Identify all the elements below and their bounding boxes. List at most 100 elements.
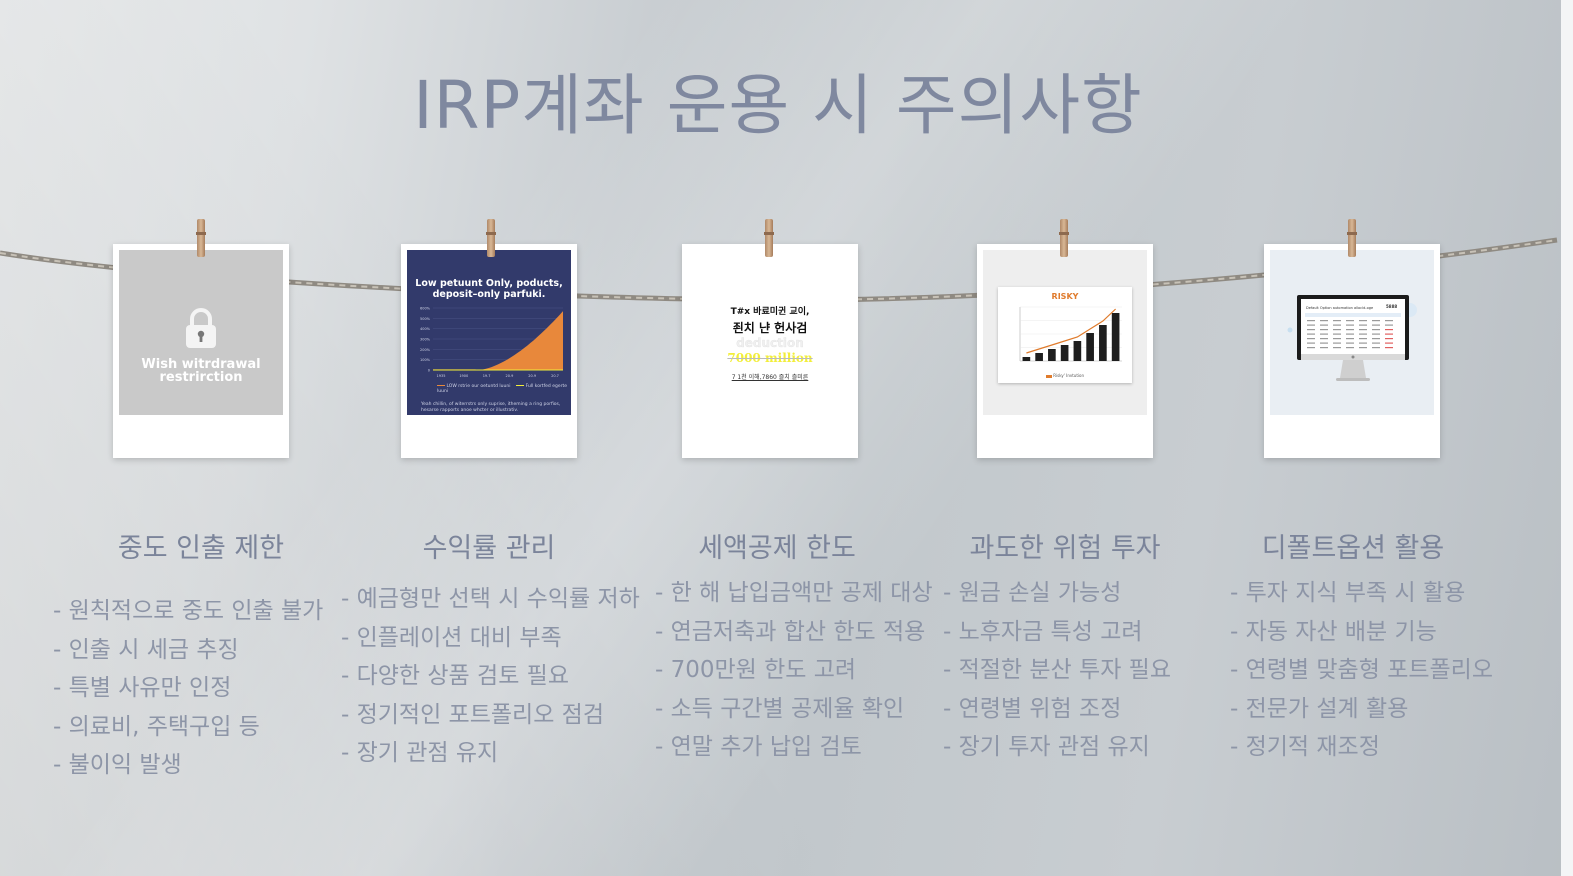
heading-tax: 세액공제 한도	[698, 533, 856, 564]
bullet-item: - 인플레이션 대비 부족	[341, 624, 562, 651]
monitor-screen-cell	[1307, 324, 1315, 326]
monitor-screen-cell	[1333, 320, 1341, 322]
risk-bar	[1048, 349, 1056, 361]
monitor-screen-cell	[1333, 329, 1341, 331]
bullets-default-option: - 투자 지식 부족 시 활용 - 자동 자산 배분 기능 - 연령별 맞춤형 …	[1230, 574, 1493, 767]
heading-withdrawal: 중도 인출 제한	[117, 533, 285, 564]
photo-image-risk: RISKY Risky' Invtution	[983, 250, 1147, 415]
monitor-screen-cell	[1320, 338, 1328, 340]
chart-ytick: 300%	[420, 338, 431, 342]
risk-chart-board: RISKY Risky' Invtution	[998, 287, 1132, 383]
photo-card-risk: RISKY Risky' Invtution	[977, 244, 1153, 458]
bullet-item: - 예금형만 선택 시 수익률 저하	[341, 586, 640, 612]
monitor-screen-cell	[1385, 338, 1393, 340]
clothespin	[196, 219, 206, 257]
bullet-item: - 특별 사유만 인정	[53, 675, 232, 701]
bullet-item: - 연령별 맞춤형 포트폴리오	[1230, 657, 1493, 683]
tax-text-line: 죈치 냔 헌사검	[732, 321, 808, 335]
risk-chart-legend: Risky' Invtution	[998, 373, 1132, 378]
chart-xtick: 20.9	[528, 374, 536, 378]
bullet-item: - 한 해 납입금액만 공제 대상	[655, 580, 933, 606]
monitor-screen-cell	[1346, 329, 1354, 331]
bullet-item: - 소득 구간별 공제율 확인	[655, 695, 905, 722]
chart-ytick: 600%	[420, 307, 431, 311]
monitor-screen-cell	[1346, 338, 1354, 340]
tax-text-line: deduction	[736, 336, 804, 350]
monitor-screen-cell	[1333, 338, 1341, 340]
monitor-screen-cell	[1372, 329, 1380, 331]
chart-ytick: 500%	[420, 317, 431, 321]
photo-image-monitor: Default Option automation allocld-oge 58…	[1270, 250, 1434, 415]
bullet-item: - 자동 자산 배분 기능	[1230, 618, 1437, 645]
monitor-screen-cell	[1320, 320, 1328, 322]
chart-xtick: 1900	[459, 374, 468, 378]
monitor-screen-cell	[1307, 333, 1315, 335]
bullet-item: - 장기 관점 유지	[341, 740, 499, 766]
bullets-tax: - 한 해 납입금액만 공제 대상 - 연금저축과 합산 한도 적용 - 700…	[655, 574, 933, 767]
chart-xtick: 20.9	[506, 374, 514, 378]
bullet-item: - 적절한 분산 투자 필요	[943, 657, 1171, 683]
risk-bar	[1022, 357, 1031, 361]
chart-ytick: 100%	[420, 358, 431, 362]
risk-bar	[1073, 341, 1082, 361]
photo-card-default-option: Default Option automation allocld-oge 58…	[1264, 244, 1440, 458]
monitor-screen-cell	[1333, 324, 1341, 326]
heading-returns: 수익률 관리	[422, 533, 556, 564]
bullet-item: - 원칙적으로 중도 인출 불가	[53, 598, 324, 624]
lock-icon	[186, 308, 216, 348]
chart-legend: LOW rstrie our oetuntd luuni Full kortfe…	[437, 384, 567, 394]
monitor-screen-cell	[1372, 338, 1380, 340]
bullet-item: - 연령별 위험 조정	[943, 695, 1122, 722]
bullet-item: - 정기적 재조정	[1230, 734, 1380, 760]
monitor-screen-cell	[1385, 333, 1393, 335]
monitor-screen-cell	[1359, 347, 1367, 349]
monitor-screen-cell	[1307, 347, 1315, 349]
monitor-screen-cell	[1359, 329, 1367, 331]
chart-xtick: 19.7	[483, 374, 491, 378]
heading-default-option: 디폴트옵션 활용	[1261, 533, 1445, 564]
chart-area	[433, 311, 563, 370]
bullet-item: - 다양한 상품 검토 필요	[341, 663, 569, 689]
bullet-item: - 인출 시 세금 추징	[53, 636, 239, 663]
monitor-screen-cell	[1333, 342, 1341, 344]
bullet-item: - 원금 손실 가능성	[943, 580, 1122, 606]
heading-risk: 과도한 위험 투자	[969, 533, 1161, 564]
monitor-screen-cell	[1359, 342, 1367, 344]
clothespin	[764, 219, 774, 257]
monitor-screen-cell	[1385, 329, 1393, 331]
monitor-screen-title: Default Option automation allocld-oge	[1306, 306, 1374, 310]
monitor-screen-cell	[1346, 320, 1354, 322]
chart-xtick: 1935	[437, 374, 446, 378]
risk-bar	[1035, 353, 1043, 361]
monitor-screen-cell	[1307, 342, 1315, 344]
risk-bar	[1060, 345, 1069, 361]
monitor-screen-cell	[1333, 347, 1341, 349]
risk-chart-title: RISKY	[1051, 292, 1079, 301]
tax-text-footnote: 7 1천 이해,7860 즐치 츨미른	[731, 374, 809, 381]
monitor-screen-cell	[1359, 324, 1367, 326]
photo-card-returns: Low petuunt Only, poducts, deposit–only …	[401, 244, 577, 458]
monitor-screen-cell	[1359, 320, 1367, 322]
monitor-screen-cell	[1307, 329, 1315, 331]
photo-card-withdrawal: Wish witrdrawal restrirction	[113, 244, 289, 458]
monitor-screen-header	[1305, 313, 1401, 317]
monitor-screen-cell	[1333, 333, 1341, 335]
monitor-screen-cell	[1385, 342, 1393, 344]
monitor-screen-cell	[1385, 320, 1393, 322]
bullet-item: - 연말 추가 납입 검토	[655, 734, 862, 760]
monitor-screen-cell	[1372, 347, 1380, 349]
monitor-screen-cell	[1372, 320, 1380, 322]
chart-note: Yeah chillin, of witerrstrs only suprise…	[421, 402, 561, 413]
monitor-screen-cell	[1320, 324, 1328, 326]
risk-bar	[1099, 325, 1107, 361]
bullet-item: - 투자 지식 부족 시 활용	[1230, 580, 1466, 606]
photo-image-lock: Wish witrdrawal restrirction	[119, 250, 283, 415]
monitor-screen-cell	[1346, 342, 1354, 344]
monitor-screen-cell	[1320, 347, 1328, 349]
risk-bar	[1111, 313, 1120, 361]
photo-image-tax: T#x 바료미귄 교이, 죈치 냔 헌사검 deduction 7000 mil…	[688, 250, 852, 415]
monitor-screen-cell	[1346, 347, 1354, 349]
chart-caption: Low petuunt Only, poducts, deposit–only …	[415, 278, 563, 300]
bullet-item: - 전문가 설계 활용	[1230, 695, 1409, 722]
